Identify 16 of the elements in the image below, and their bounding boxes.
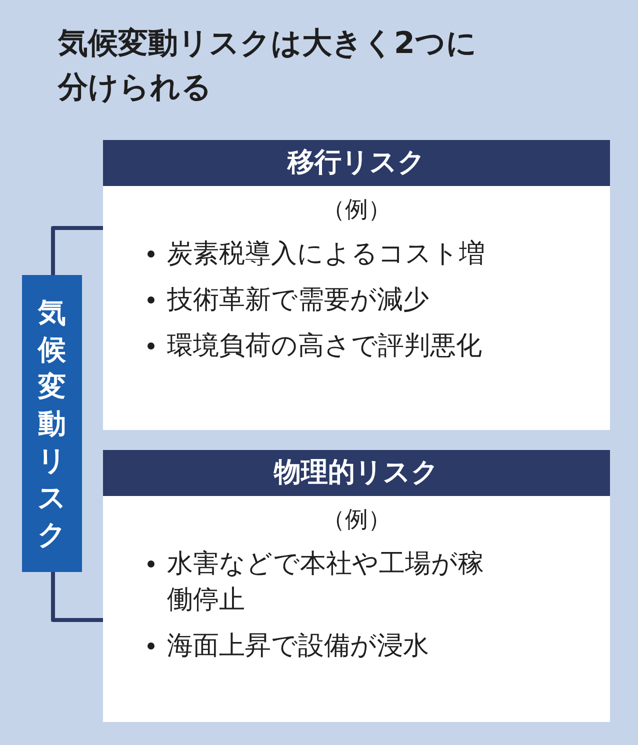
- box-header: 移行リスク: [103, 140, 610, 186]
- bracket-connector: [51, 226, 103, 275]
- risk-box: [103, 140, 610, 430]
- category-label: 気候変動リスク: [36, 295, 68, 553]
- bullet-text: 海面上昇で設備が浸水: [167, 630, 429, 663]
- bracket-connector: [51, 572, 103, 622]
- title: 気候変動リスクは大きく2つに分けられる: [58, 25, 478, 107]
- category-box: [22, 275, 82, 572]
- bullet-text: 炭素税導入によるコスト増: [167, 238, 485, 271]
- box-header: 物理的リスク: [103, 450, 610, 496]
- example-label: （例）: [321, 196, 392, 225]
- risk-box: [103, 450, 610, 722]
- bullet-text: 水害などで本社や工場が稼働停止: [167, 548, 485, 617]
- bullet-text: 環境負荷の高さで評判悪化: [167, 330, 482, 363]
- example-label: （例）: [321, 506, 392, 535]
- bullet-text: 技術革新で需要が減少: [167, 284, 429, 317]
